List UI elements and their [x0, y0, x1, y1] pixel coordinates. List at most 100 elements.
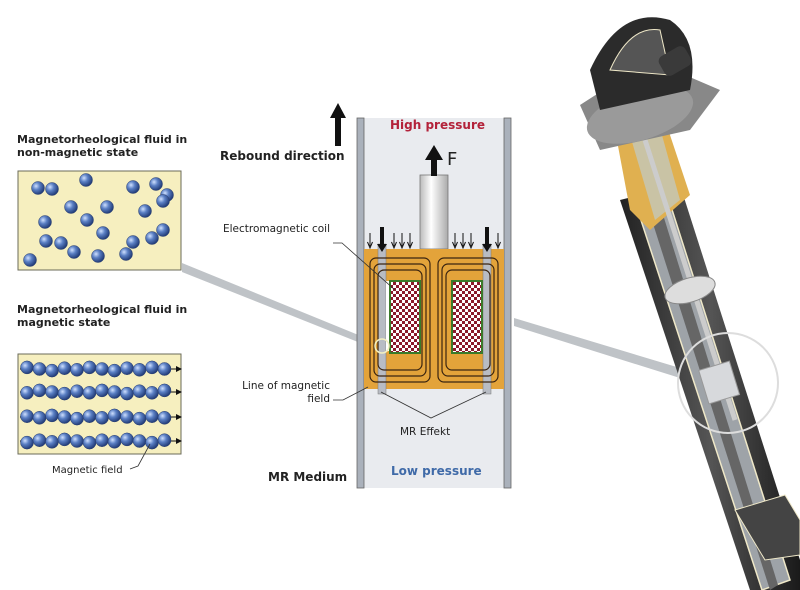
particle: [120, 386, 134, 401]
down-arrow-icon: [495, 233, 501, 250]
force-arrow-icon: [425, 145, 443, 176]
high-pressure-label: High pressure: [390, 118, 485, 132]
magnetic-title: Magnetorheological fluid in magnetic sta…: [17, 303, 188, 329]
detail-circle: [374, 338, 390, 354]
down-arrow-icon: [452, 233, 458, 250]
particle: [39, 234, 53, 248]
particle: [132, 411, 147, 426]
particle: [23, 253, 37, 267]
particle: [126, 235, 140, 249]
arrow-icon: [176, 438, 182, 444]
particle: [138, 204, 152, 218]
non-magnetic-title: Magnetorheological fluid in non-magnetic…: [17, 133, 188, 159]
particle: [20, 360, 34, 375]
down-arrow-icon: [391, 233, 397, 250]
particle: [107, 435, 122, 449]
particle: [20, 409, 34, 423]
down-arrow-icon: [482, 227, 492, 252]
particle: [96, 226, 110, 240]
particle: [157, 383, 172, 398]
shock-absorber-illustration: [580, 17, 800, 590]
electromagnetic-coil-left: [389, 280, 421, 354]
magnifier-circle: [677, 332, 779, 434]
particle: [38, 215, 52, 229]
particle: [45, 363, 59, 378]
particle: [132, 363, 147, 377]
particle: [57, 432, 72, 447]
particle: [156, 223, 170, 237]
zoom-projection-left: [182, 263, 378, 350]
particle: [32, 383, 47, 398]
mr-effekt-label: MR Effekt: [400, 426, 451, 438]
particle: [45, 385, 59, 399]
down-arrow-icon: [377, 227, 387, 252]
particle: [157, 433, 172, 447]
particle: [70, 363, 84, 377]
particle: [120, 361, 134, 375]
mr-medium-label: MR Medium: [268, 470, 348, 484]
particle: [54, 236, 68, 250]
particle: [32, 411, 47, 425]
particle: [145, 360, 159, 375]
particle: [45, 435, 59, 449]
rebound-arrow-icon: [330, 103, 346, 146]
particle: [107, 385, 122, 399]
force-label: F: [447, 149, 458, 170]
particle: [32, 362, 47, 376]
down-arrow-icon: [407, 233, 413, 250]
particle: [70, 434, 84, 448]
particle: [82, 360, 97, 375]
particle: [82, 386, 97, 400]
particle: [20, 386, 34, 400]
particle: [82, 409, 97, 423]
particle: [95, 362, 109, 376]
rebound-direction-label: Rebound direction: [220, 149, 345, 163]
particle: [31, 181, 45, 195]
zoom-projection-right: [514, 318, 680, 378]
particle: [119, 247, 133, 261]
particle: [145, 435, 159, 450]
down-arrow-icon: [399, 233, 405, 250]
down-arrow-icon: [468, 233, 474, 250]
cylinder-wall-left: [356, 117, 365, 489]
particle: [156, 194, 170, 208]
piston-rod: [419, 174, 449, 250]
magnetic-field-lines: [369, 257, 499, 383]
particle: [157, 411, 172, 425]
particle: [107, 363, 122, 378]
mr-channel-left: [377, 243, 387, 395]
particle: [32, 433, 47, 447]
particle: [45, 408, 59, 423]
particle: [149, 177, 163, 191]
low-pressure-label: Low pressure: [391, 464, 482, 478]
electromagnetic-coil-label: Electromagnetic coil: [222, 223, 330, 235]
particle: [120, 432, 134, 447]
pressure-arrows: [367, 227, 501, 252]
particle: [64, 200, 78, 214]
arrow-icon: [176, 414, 182, 420]
leader-lines: [333, 242, 487, 419]
particle: [157, 362, 172, 376]
particle: [95, 411, 109, 425]
down-arrow-icon: [460, 233, 466, 250]
particle: [80, 213, 94, 227]
particle: [100, 200, 114, 214]
particle: [79, 173, 93, 187]
particle: [132, 384, 147, 398]
particle: [57, 361, 72, 375]
magnetic-field-leader: [129, 443, 151, 470]
particle: [95, 383, 109, 398]
arrow-icon: [176, 366, 182, 372]
non-magnetic-particles: [23, 173, 174, 267]
arrow-icon: [176, 389, 182, 395]
particle: [20, 435, 34, 450]
particle: [82, 435, 97, 450]
particle: [70, 411, 84, 426]
electromagnetic-coil-right: [451, 280, 483, 354]
particle: [57, 386, 72, 401]
particle: [67, 245, 81, 259]
particle: [145, 386, 159, 400]
magnetic-particle-chains: [20, 360, 182, 450]
particle: [145, 231, 159, 245]
down-arrow-icon: [367, 233, 373, 250]
